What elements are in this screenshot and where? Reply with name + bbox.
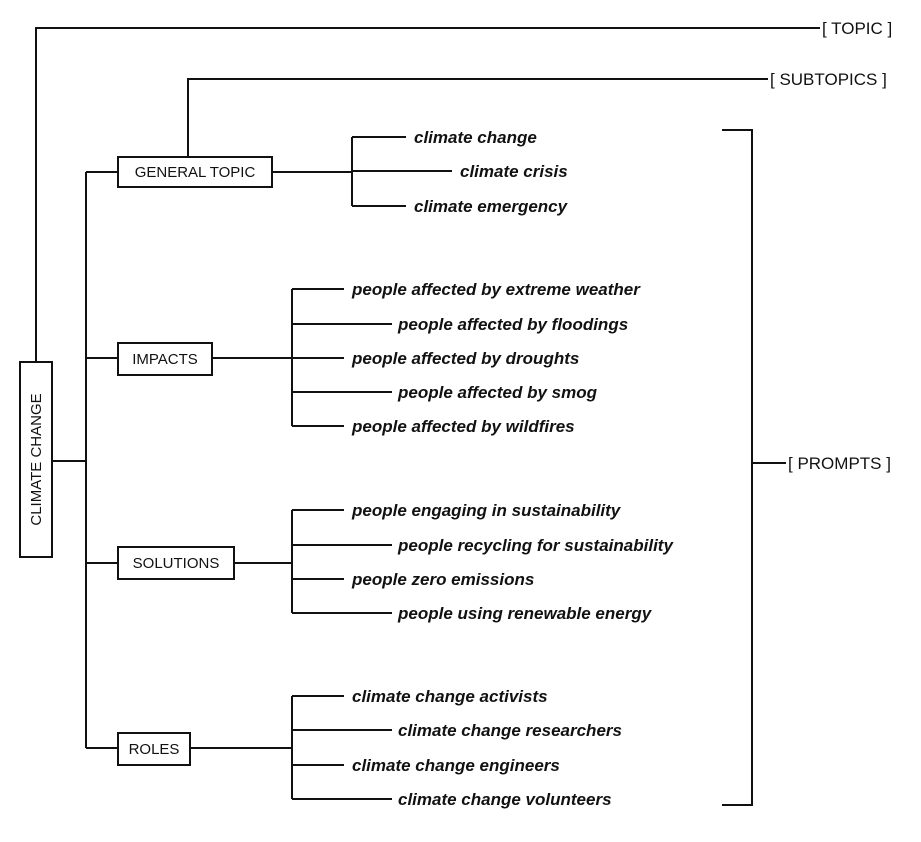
prompt-text: climate change (414, 128, 537, 147)
prompt-text: climate change volunteers (398, 790, 612, 809)
root-node-label: CLIMATE CHANGE (28, 393, 45, 525)
subtopic-label: SOLUTIONS (133, 555, 220, 572)
prompt-text: climate change researchers (398, 721, 622, 740)
prompt-text: climate change engineers (352, 756, 560, 775)
subtopic-node (117, 156, 273, 188)
subtopic-node (117, 732, 191, 766)
prompt-text: climate crisis (460, 162, 568, 181)
prompt-text: people using renewable energy (397, 604, 653, 623)
prompt-text: climate emergency (414, 197, 569, 216)
prompt-text: people affected by wildfires (351, 417, 575, 436)
prompt-text: people affected by floodings (397, 315, 628, 334)
prompt-text: climate change activists (352, 687, 548, 706)
prompts-bracket (722, 129, 753, 806)
legend-topic: [ TOPIC ] (822, 19, 892, 38)
legend-subtopics: [ SUBTOPICS ] (770, 70, 887, 89)
subtopics-connector (187, 78, 768, 157)
subtopic-label: ROLES (129, 741, 180, 758)
legend-prompts: [ PROMPTS ] (788, 454, 891, 473)
prompt-text: people affected by droughts (351, 349, 579, 368)
topic-connector (35, 27, 820, 362)
subtopic-label: GENERAL TOPIC (135, 164, 256, 181)
prompt-text: people zero emissions (351, 570, 534, 589)
prompt-text: people engaging in sustainability (351, 501, 622, 520)
subtopic-node (117, 546, 235, 580)
prompt-text: people affected by extreme weather (351, 280, 641, 299)
subtopic-node (117, 342, 213, 376)
prompt-text: people recycling for sustainability (397, 536, 674, 555)
root-node (19, 361, 53, 558)
subtopic-label: IMPACTS (132, 351, 198, 368)
prompt-text: people affected by smog (397, 383, 598, 402)
